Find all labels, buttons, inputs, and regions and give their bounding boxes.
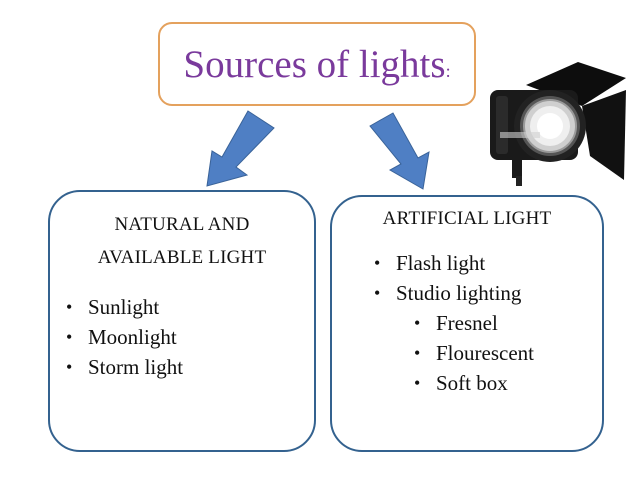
list-item: Storm light — [66, 352, 314, 382]
title-box: Sources of lights: — [158, 22, 476, 106]
natural-light-heading: NATURAL AND AVAILABLE LIGHT — [50, 208, 314, 274]
sub-list-item: Flourescent — [414, 338, 602, 368]
studio-lighting-sublist: Fresnel Flourescent Soft box — [404, 308, 602, 398]
list-item: Sunlight — [66, 292, 314, 322]
artificial-light-heading: ARTIFICIAL LIGHT — [382, 208, 552, 229]
list-item: Studio lighting — [374, 278, 602, 308]
arrow-down-right-icon — [369, 112, 430, 190]
natural-light-list: Sunlight Moonlight Storm light — [66, 292, 314, 382]
page-title: Sources of lights: — [183, 42, 451, 86]
artificial-light-panel: ARTIFICIAL LIGHT Flash light Studio ligh… — [330, 195, 604, 452]
list-item: Flash light — [374, 248, 602, 278]
list-item-label: Studio lighting — [396, 281, 522, 305]
artificial-light-list: Flash light Studio lighting — [374, 248, 602, 308]
sub-list-item: Soft box — [414, 368, 602, 398]
sub-list-item: Fresnel — [414, 308, 602, 338]
natural-heading-line1: NATURAL AND — [114, 214, 250, 235]
natural-light-panel: NATURAL AND AVAILABLE LIGHT Sunlight Moo… — [48, 190, 316, 452]
natural-heading-line2: AVAILABLE LIGHT — [97, 247, 267, 268]
list-item: Moonlight — [66, 322, 314, 352]
spotlight-icon — [490, 62, 626, 186]
title-colon: : — [445, 60, 451, 81]
